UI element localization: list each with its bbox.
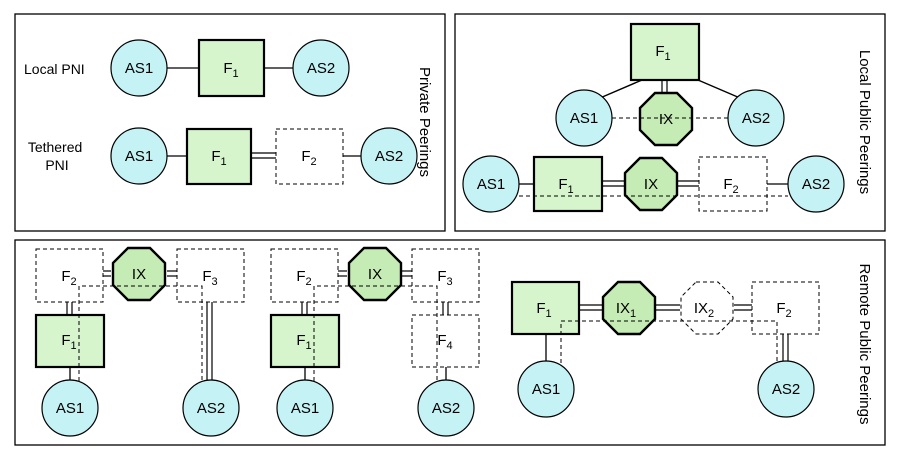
svg-text:F1: F1 [536, 300, 551, 320]
ix-node: IX [638, 91, 694, 147]
peering-session [560, 320, 778, 363]
link [599, 79, 643, 99]
as2-node: AS2 [757, 360, 815, 418]
ix-node: IX [347, 246, 403, 302]
remote-facility-node: F2 [751, 281, 820, 335]
svg-text:AS1: AS1 [477, 176, 505, 193]
remote-ix-node: IX2 [680, 281, 734, 335]
svg-text:F3: F3 [202, 268, 217, 288]
facility-node: F1 [197, 38, 266, 98]
svg-text:AS1: AS1 [291, 400, 319, 417]
svg-text:IX: IX [644, 176, 658, 193]
facility-node: F1 [185, 127, 253, 186]
local-public-peerings-title: Local Public Peerings [856, 50, 873, 194]
private-peerings-title: Private Peerings [416, 67, 433, 177]
svg-text:IX1: IX1 [616, 300, 636, 320]
svg-text:AS1: AS1 [532, 381, 560, 398]
as2-node: AS2 [787, 155, 845, 213]
svg-text:AS2: AS2 [307, 60, 335, 77]
remote-facility-node: F2 [270, 248, 339, 303]
svg-text:AS1: AS1 [570, 110, 598, 127]
svg-text:IX: IX [659, 111, 673, 128]
remote-facility-node: F2 [698, 156, 768, 212]
tethered-pni-label: Tethered PNI [28, 139, 86, 173]
as1-node: AS1 [517, 360, 575, 418]
svg-text:F1: F1 [211, 148, 226, 168]
remote-facility-node: F4 [411, 314, 480, 368]
peering-session [78, 285, 203, 381]
as2-node: AS2 [360, 127, 418, 185]
local-pni-label: Local PNI [24, 61, 85, 77]
svg-text:F2: F2 [776, 300, 791, 320]
svg-text:F2: F2 [723, 176, 738, 196]
as1-node: AS1 [41, 379, 99, 437]
as2-node: AS2 [727, 89, 785, 147]
as1-node: AS1 [462, 155, 520, 213]
peering-session [313, 285, 438, 381]
facility-node: F1 [269, 313, 341, 369]
svg-text:F3: F3 [437, 268, 452, 288]
as1-node: AS1 [276, 379, 334, 437]
svg-text:F1: F1 [223, 60, 238, 80]
svg-text:F1: F1 [558, 176, 573, 196]
svg-text:IX: IX [368, 266, 382, 283]
svg-text:F2: F2 [61, 268, 76, 288]
ix-node: IX [623, 156, 679, 212]
svg-text:F4: F4 [437, 332, 452, 352]
ix-node: IX1 [601, 280, 657, 336]
svg-text:AS2: AS2 [802, 176, 830, 193]
svg-text:IX: IX [132, 266, 146, 283]
svg-text:F1: F1 [61, 332, 76, 352]
link [697, 79, 741, 99]
svg-text:IX2: IX2 [694, 300, 714, 320]
svg-text:AS1: AS1 [125, 148, 153, 165]
svg-text:AS2: AS2 [197, 400, 225, 417]
facility-node: F1 [532, 155, 604, 213]
remote-public-peerings-panel [14, 239, 886, 446]
remote-facility-node: F2 [275, 128, 344, 185]
svg-text:AS2: AS2 [742, 110, 770, 127]
facility-node: F1 [34, 313, 106, 369]
svg-text:AS2: AS2 [772, 381, 800, 398]
local-public-peerings-panel [454, 13, 886, 232]
as2-node: AS2 [417, 379, 475, 437]
as2-node: AS2 [182, 379, 240, 437]
facility-node: F1 [629, 22, 701, 82]
remote-public-peerings-title: Remote Public Peerings [856, 264, 873, 425]
svg-text:F2: F2 [301, 148, 316, 168]
private-peerings-panel [14, 13, 446, 232]
remote-facility-node: F2 [35, 248, 104, 303]
svg-text:AS1: AS1 [125, 60, 153, 77]
svg-text:AS2: AS2 [432, 400, 460, 417]
as2-node: AS2 [292, 39, 350, 97]
svg-text:F2: F2 [296, 268, 311, 288]
as1-node: AS1 [110, 127, 168, 185]
facility-node: F1 [510, 280, 581, 336]
svg-text:F1: F1 [296, 332, 311, 352]
svg-text:F1: F1 [655, 43, 670, 63]
remote-facility-node: F3 [411, 248, 480, 303]
as1-node: AS1 [555, 89, 613, 147]
svg-text:AS1: AS1 [56, 400, 84, 417]
ix-node: IX [111, 246, 167, 302]
remote-facility-node: F3 [176, 248, 245, 303]
svg-text:AS2: AS2 [375, 148, 403, 165]
as1-node: AS1 [110, 39, 168, 97]
